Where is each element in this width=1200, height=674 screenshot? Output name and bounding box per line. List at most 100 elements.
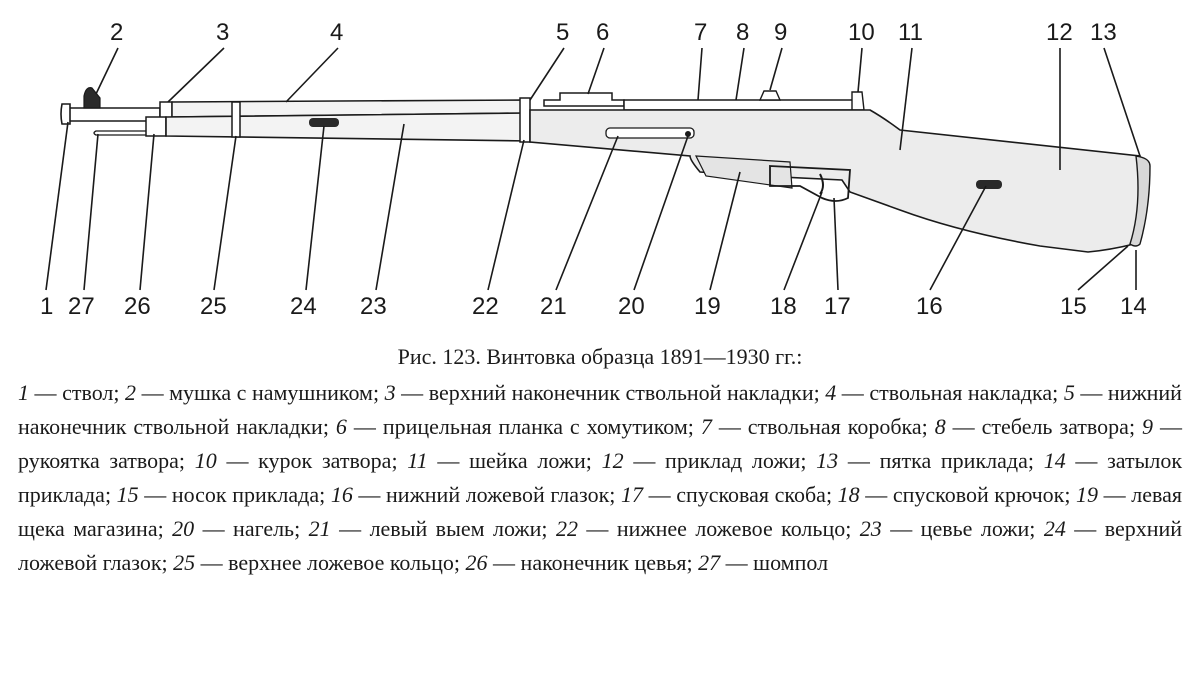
callout-10: 10 [848,19,875,46]
callout-15: 15 [1060,293,1087,320]
legend-number: 6 [335,414,347,439]
legend-separator: — [195,550,229,575]
callout-24: 24 [290,293,317,320]
legend-text: ствол [62,380,114,405]
leader-21 [555,135,619,291]
leader-23 [375,123,405,291]
leader-5 [529,47,565,101]
front-sight [83,87,101,109]
legend-entry: 13 — пятка приклада; [816,448,1044,473]
trigger [819,173,824,195]
legend-entry: 18 — спусковой крючок; [837,482,1077,507]
stock [529,109,1143,253]
legend-text: курок затвора [258,448,392,473]
legend-separator: — [720,550,754,575]
legend-entry: 4 — ствольная накладка; [825,380,1064,405]
legend-separator: — [577,516,617,541]
legend-entry: 6 — прицельная планка с хомутиком; [335,414,701,439]
legend-entry: 27 — шомпол [698,550,828,575]
leader-lines [45,47,1141,291]
legend-number: 5 [1063,380,1075,405]
legend-number: 20 [172,516,195,541]
legend-entry: 24 — верхний ложевой глазок; [18,516,1183,575]
legend-number: 22 [555,516,578,541]
callout-11: 11 [898,19,923,46]
leader-13 [1103,47,1141,157]
figure-caption: Рис. 123. Винтовка образца 1891—1930 гг.… [0,342,1200,580]
legend-text: левая щека магазина [18,482,1182,541]
leader-16 [929,185,987,291]
legend-number: 19 [1076,482,1099,507]
leader-7 [697,47,703,101]
callout-4: 4 [330,19,343,46]
buttplate [1129,155,1151,247]
legend-number: 26 [465,550,488,575]
leader-9 [769,47,783,91]
legend-entry: 2 — мушка с намушником; [125,380,385,405]
legend-number: 7 [700,414,712,439]
lower-sling-swivel [976,180,1002,189]
legend-entry: 19 — левая щека магазина; [18,482,1182,541]
legend-text: нагель [233,516,295,541]
legend-number: 25 [173,550,196,575]
muzzle-end [60,103,71,125]
legend-entry: 17 — спусковая скоба; [621,482,838,507]
callout-16: 16 [916,293,943,320]
legend-entry: 10 — курок затвора; [194,448,408,473]
callout-20: 20 [618,293,645,320]
legend-text: верхнее ложевое кольцо [228,550,454,575]
legend-separator: — [352,482,387,507]
callout-2: 2 [110,19,123,46]
cleaning-rod-shape [93,130,151,136]
legend-entry: 11 — шейка ложи; [407,448,602,473]
legend-entry: 21 — левый выем ложи; [308,516,556,541]
callout-25: 25 [200,293,227,320]
legend-text: левый выем ложи [369,516,542,541]
legend-text: нижний ложевой глазок [386,482,610,507]
legend-separator: — [643,482,677,507]
leader-15 [1077,245,1129,291]
legend-text: нижнее ложевое кольцо [616,516,846,541]
legend-separator: — [194,516,234,541]
legend-text: шейка ложи [469,448,586,473]
callout-8: 8 [736,19,749,46]
callout-26: 26 [124,293,151,320]
legend-number: 4 [825,380,837,405]
legend-entry: 5 — нижний наконечник ствольной накладки… [18,380,1182,439]
legend-separator: — [623,448,666,473]
legend-number: 14 [1043,448,1066,473]
legend-text: ствольная накладка [869,380,1053,405]
legend-text: спусковой крючок [892,482,1065,507]
callout-21: 21 [540,293,567,320]
legend-text: носок приклада [171,482,320,507]
leader-11 [899,47,913,151]
leader-26 [139,133,155,291]
bolt-handle [758,90,782,101]
legend-number: 21 [308,516,331,541]
callout-27: 27 [68,293,95,320]
legend-entry: 12 — приклад ложи; [601,448,817,473]
callout-7: 7 [694,19,707,46]
legend-number: 16 [330,482,353,507]
legend-text: спусковая скоба [676,482,826,507]
legend-separator: — [1153,414,1182,439]
legend-separator: — [836,380,870,405]
legend-number: 8 [934,414,946,439]
legend-separator: — [1065,516,1105,541]
stock-recess [605,127,695,139]
leader-8 [735,47,745,101]
legend-separator: — [711,414,748,439]
legend-text: рукоятка затвора [18,448,179,473]
callout-13: 13 [1090,19,1117,46]
callout-6: 6 [596,19,609,46]
legend-text: стебель затвора [981,414,1129,439]
legend-separator: — [859,482,893,507]
legend-entry: 14 — затылок приклада; [18,448,1183,507]
legend-entry: 23 — цевье ложи; [859,516,1044,541]
callouts-top: 2 3 4 5 6 7 8 9 10 11 12 13 [110,19,1117,46]
callout-14: 14 [1120,293,1147,320]
legend-number: 13 [816,448,839,473]
legend-separator: — [945,414,982,439]
lower-band [519,97,531,143]
leader-10 [857,47,863,93]
